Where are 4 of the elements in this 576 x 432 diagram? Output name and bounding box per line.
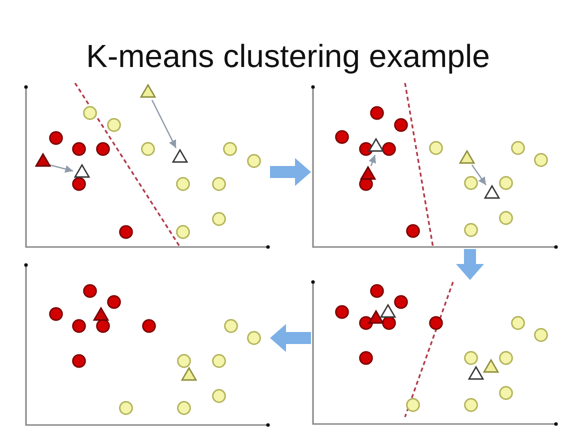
title: K-means clustering example bbox=[86, 37, 490, 76]
block-arrow bbox=[270, 324, 311, 352]
block-arrow bbox=[270, 158, 311, 186]
block-arrow bbox=[456, 249, 484, 280]
